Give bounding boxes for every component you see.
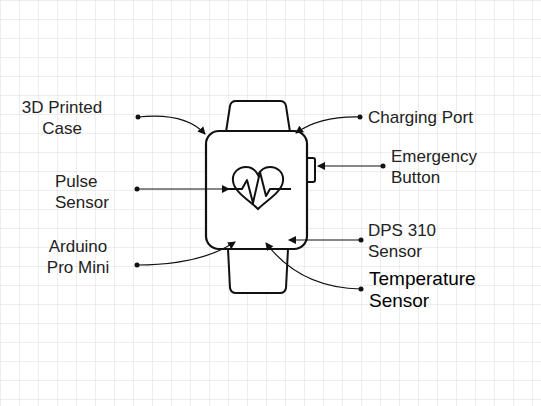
leader-dot (358, 115, 363, 120)
part-label: DPS 310 Sensor (368, 220, 448, 262)
leader-line (318, 165, 383, 166)
leader-line (137, 188, 229, 189)
leader-dot (359, 287, 364, 292)
leader-dot (381, 164, 386, 169)
leader-dot (135, 263, 140, 268)
leader-dot (135, 187, 140, 192)
bottom-strap (228, 249, 288, 293)
part-label: Emergency Button (391, 146, 495, 188)
leader-line (266, 243, 361, 289)
part-label: Arduino Pro Mini (38, 236, 118, 278)
watch-case (206, 131, 307, 249)
leader-line (137, 242, 235, 265)
leader-dot (136, 115, 141, 120)
leader-dot (359, 238, 364, 243)
top-strap (226, 101, 290, 132)
leader-line (296, 117, 360, 133)
pulse-line (222, 172, 291, 203)
leader-line (289, 239, 361, 240)
part-label: Pulse Sensor (55, 171, 119, 213)
part-label: Charging Port (368, 107, 473, 128)
part-label: 3D Printed Case (10, 97, 114, 139)
leader-line (138, 116, 205, 134)
part-label: Temperature Sensor (369, 268, 497, 312)
